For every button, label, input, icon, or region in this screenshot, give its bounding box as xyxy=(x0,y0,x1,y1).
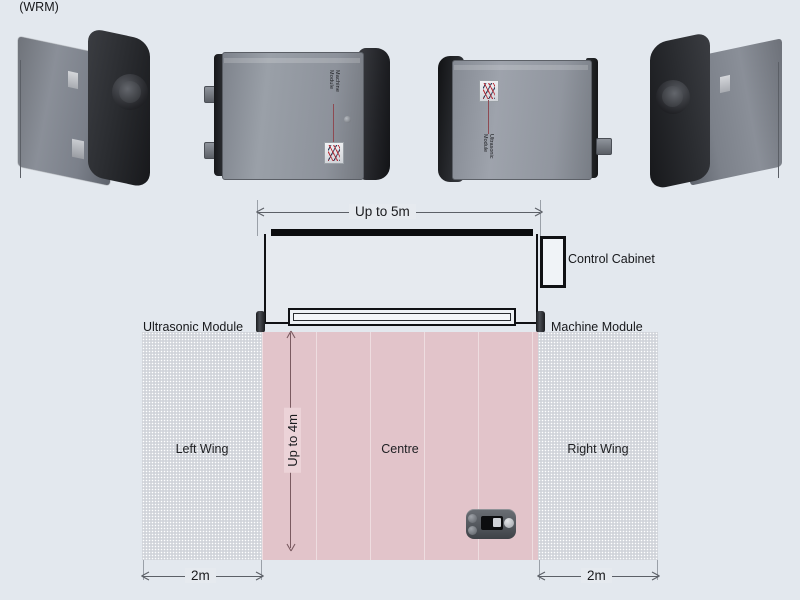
ultrasonic-module-post xyxy=(256,311,265,333)
device-label-ultrasonic-module: Ultrasonic Module xyxy=(482,134,494,159)
arrow-up-icon xyxy=(286,330,296,339)
zone-label-left-wing: Left Wing xyxy=(175,442,229,456)
device-label-machine-module: Machine Module xyxy=(328,70,340,93)
wrm-device: (WRM) xyxy=(0,0,800,539)
callout-leader-line xyxy=(333,104,334,144)
wrm-button-icon xyxy=(468,514,477,523)
device-front-cap xyxy=(88,27,150,189)
arrow-left-icon xyxy=(537,571,546,581)
gantry-cross-beam-inner xyxy=(293,313,511,321)
lens-inner-icon xyxy=(662,86,683,107)
callout-machine-module: Machine Module xyxy=(551,320,643,334)
left-wing-width-label: 2m xyxy=(185,568,216,583)
wrm-indicator-icon xyxy=(504,518,514,528)
arrow-left-icon xyxy=(256,207,265,217)
wrm-keypad-icon xyxy=(493,518,501,527)
gantry-top-bar xyxy=(271,229,533,236)
arrow-right-icon xyxy=(255,571,264,581)
arrow-left-icon xyxy=(141,571,150,581)
arrow-down-icon xyxy=(286,543,296,552)
arrow-right-icon xyxy=(534,207,543,217)
machine-module-post xyxy=(536,311,545,333)
height-dimension-label: Up to 4m xyxy=(284,408,301,473)
extension-line-left xyxy=(143,560,144,580)
device-seam-line xyxy=(778,61,779,179)
status-dot-icon xyxy=(344,116,351,123)
device-top-highlight xyxy=(454,65,588,70)
control-cabinet xyxy=(540,236,566,288)
zone-right-wing xyxy=(538,332,658,560)
extension-line-left xyxy=(257,200,258,236)
right-wing-width-label: 2m xyxy=(581,568,612,583)
extension-line-right xyxy=(540,200,541,244)
brand-badge-icon xyxy=(720,74,730,94)
arrow-right-icon xyxy=(651,571,660,581)
extension-line-right xyxy=(657,560,658,580)
device-top-highlight xyxy=(224,58,360,63)
connector-icon xyxy=(596,138,612,155)
device-seam-line xyxy=(20,59,21,179)
zone-label-centre: Centre xyxy=(381,442,419,456)
wrm-button-icon xyxy=(468,526,477,535)
extension-line-right xyxy=(261,560,262,580)
callout-control-cabinet: Control Cabinet xyxy=(568,252,655,266)
extension-line-left xyxy=(539,560,540,580)
brand-badge-icon xyxy=(68,70,78,90)
device-body-panel xyxy=(452,60,592,180)
zone-label-right-wing: Right Wing xyxy=(567,442,629,456)
brand-badge-icon xyxy=(479,80,499,102)
device-slot-icon xyxy=(72,138,84,160)
width-dimension-label: Up to 5m xyxy=(349,204,416,219)
callout-ultrasonic-module: Ultrasonic Module xyxy=(143,320,244,334)
lens-inner-icon xyxy=(119,81,141,103)
zone-left-wing xyxy=(142,332,262,560)
brand-badge-icon xyxy=(324,142,344,164)
callout-leader-line xyxy=(488,100,489,134)
wrm-label: (WRM) xyxy=(19,0,59,14)
